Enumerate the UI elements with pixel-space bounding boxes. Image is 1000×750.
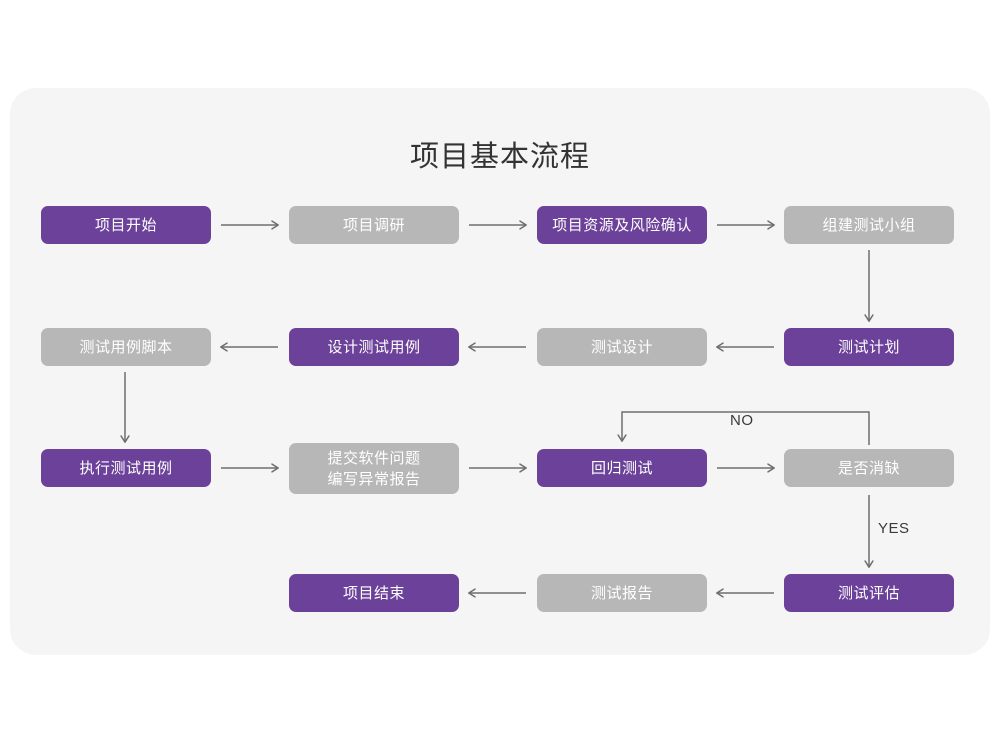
node-project-survey[interactable]: 项目调研	[289, 206, 459, 244]
node-test-plan[interactable]: 测试计划	[784, 328, 954, 366]
node-resource-risk-confirm[interactable]: 项目资源及风险确认	[537, 206, 707, 244]
node-design-test-case[interactable]: 设计测试用例	[289, 328, 459, 366]
node-defect-resolved-check[interactable]: 是否消缺	[784, 449, 954, 487]
edge-label-no: NO	[730, 412, 754, 429]
node-test-design[interactable]: 测试设计	[537, 328, 707, 366]
edge-label-yes: YES	[878, 520, 910, 537]
node-test-report[interactable]: 测试报告	[537, 574, 707, 612]
node-test-evaluation[interactable]: 测试评估	[784, 574, 954, 612]
node-regression-test[interactable]: 回归测试	[537, 449, 707, 487]
page-title: 项目基本流程	[409, 141, 590, 173]
flowchart-card	[10, 88, 990, 655]
node-execute-test-case[interactable]: 执行测试用例	[41, 449, 211, 487]
node-project-end[interactable]: 项目结束	[289, 574, 459, 612]
node-test-case-script[interactable]: 测试用例脚本	[41, 328, 211, 366]
node-submit-issue-report[interactable]: 提交软件问题 编写异常报告	[289, 443, 459, 494]
node-project-start[interactable]: 项目开始	[41, 206, 211, 244]
node-build-test-team[interactable]: 组建测试小组	[784, 206, 954, 244]
